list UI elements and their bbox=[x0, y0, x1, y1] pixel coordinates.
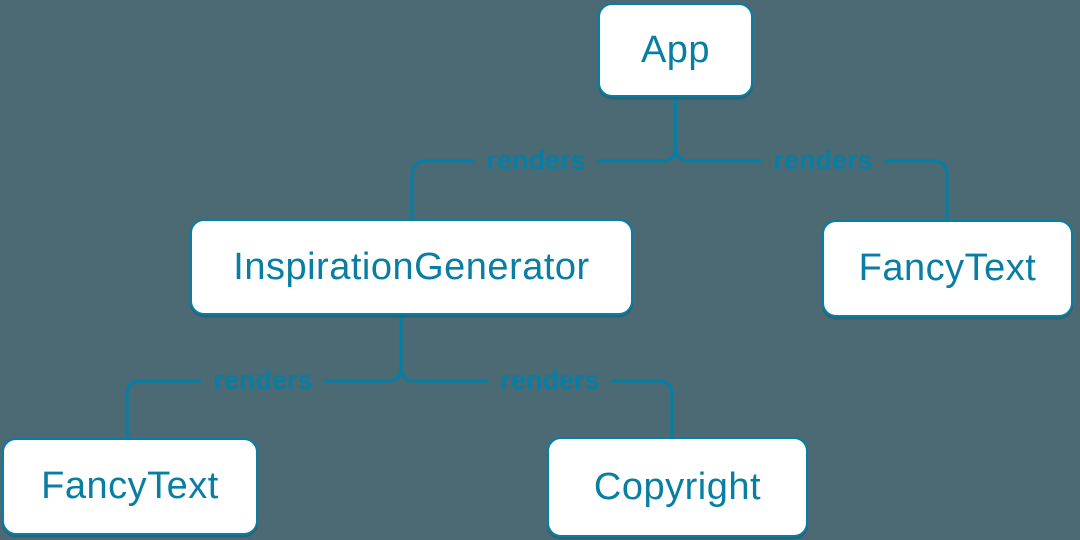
node-inspiration-generator: InspirationGenerator bbox=[190, 219, 633, 315]
edge-label-renders: renders bbox=[488, 364, 612, 398]
edge-label-renders: renders bbox=[474, 144, 598, 178]
node-label: FancyText bbox=[858, 247, 1037, 289]
node-label: App bbox=[640, 28, 711, 71]
edge-label-renders: renders bbox=[201, 364, 325, 398]
node-copyright: Copyright bbox=[547, 437, 808, 537]
node-label: Copyright bbox=[593, 465, 762, 508]
node-app: App bbox=[598, 3, 753, 97]
edge-label-renders: renders bbox=[761, 144, 885, 178]
node-fancy-text-bottom: FancyText bbox=[2, 438, 258, 535]
node-label: FancyText bbox=[41, 465, 219, 507]
node-label: InspirationGenerator bbox=[233, 245, 590, 288]
node-fancy-text-top: FancyText bbox=[822, 220, 1073, 317]
